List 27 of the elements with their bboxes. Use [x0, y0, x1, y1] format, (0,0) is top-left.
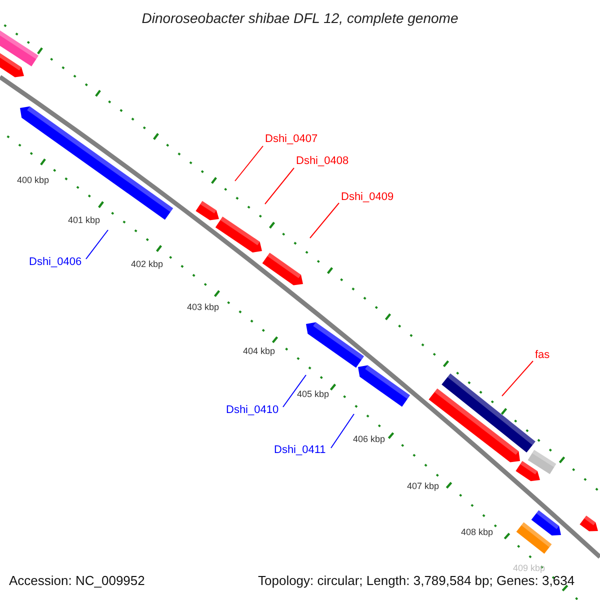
genome-stats-text: Topology: circular; Length: 3,789,584 bp; Genes: 3,634 — [258, 574, 575, 588]
gene-label: Dshi_0407 — [265, 133, 318, 146]
tick-label: 404 kbp — [243, 345, 276, 358]
accession-text: Accession: NC_009952 — [9, 574, 145, 588]
tick-label: 407 kbp — [407, 480, 440, 493]
leader-line — [502, 360, 534, 396]
leader-line — [310, 202, 340, 238]
gene-label: Dshi_0408 — [296, 155, 349, 168]
tick-label: 409 kbp — [513, 562, 546, 575]
leader-line — [330, 414, 354, 448]
leader-line — [234, 146, 264, 182]
gene-label: fas — [535, 349, 550, 362]
gene-label: Dshi_0411 — [274, 444, 326, 457]
gene-label: Dshi_0410 — [226, 404, 279, 417]
map-title: Dinoroseobacter shibae DFL 12, complete genome — [140, 9, 460, 27]
tick-label: 403 kbp — [187, 301, 220, 314]
gene-label: Dshi_0409 — [341, 191, 394, 204]
tick-label: 406 kbp — [353, 433, 386, 446]
tick-label: 405 kbp — [297, 388, 330, 401]
leader-line — [282, 374, 306, 408]
leader-line — [264, 168, 294, 204]
tick-label: 400 kbp — [17, 174, 50, 187]
gene-label: Dshi_0406 — [29, 256, 82, 269]
leader-line — [86, 230, 108, 260]
tick-label: 408 kbp — [461, 526, 494, 539]
tick-label: 402 kbp — [131, 258, 164, 271]
tick-label: 401 kbp — [68, 214, 100, 227]
